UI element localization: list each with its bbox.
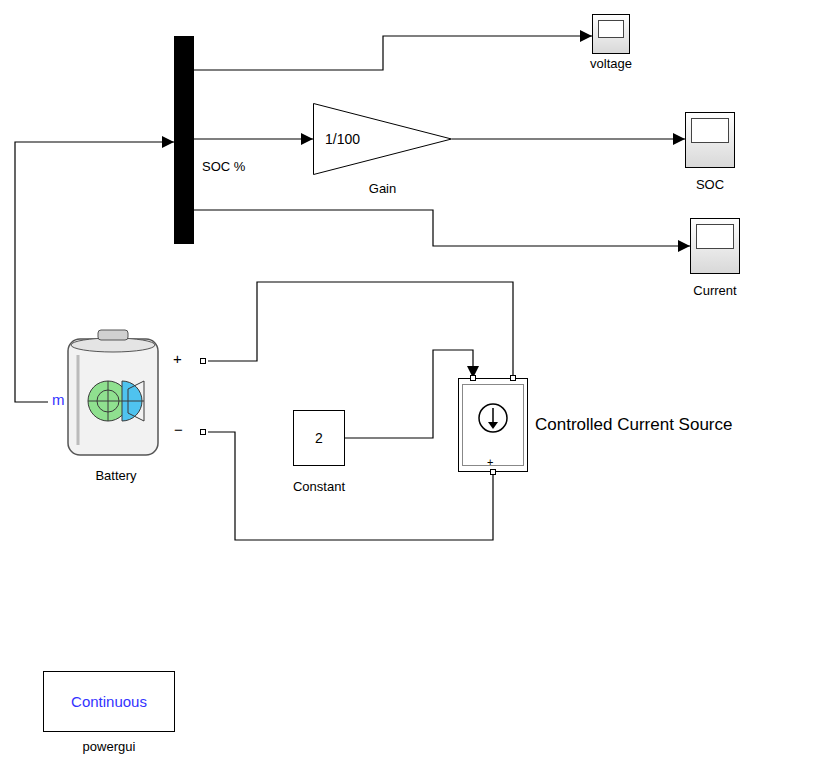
block-label: Current [693,284,736,299]
scope-outline [592,14,630,54]
block-label: powergui [83,740,136,755]
scope-block: SOC [685,112,735,168]
gain-block: 1/100Gain [313,103,452,175]
scope-outline [690,218,740,274]
power-wire [208,282,513,378]
block-label: Constant [293,480,345,495]
port-label: − [174,422,183,439]
scope-outline [685,112,735,168]
powergui-block: Continuouspowergui [43,671,175,732]
block-text: SOC % [202,160,245,175]
block-label: voltage [590,57,632,72]
signal-line [194,36,592,70]
block-text: 1/100 [325,131,360,147]
block-text: 2 [315,430,323,446]
block-label: SOC [696,178,724,193]
demux-bar: SOC % [174,36,194,244]
battery-block: Battery [48,325,208,465]
signal-line [452,138,685,139]
signal-line [194,138,313,139]
signal-line [194,210,690,246]
port-label: + [487,456,493,468]
signal-line [345,350,473,438]
block-text: Controlled Current Source [535,415,732,435]
power-wire [208,432,493,540]
scope-block: voltage [592,14,630,54]
constant-block: 2Constant [293,410,345,466]
port-label: + [173,351,182,368]
block-label: Gain [369,182,396,197]
scope-block: Current [690,218,740,274]
block-text: Continuous [71,693,147,710]
battery-outline [48,325,208,465]
port-label: m [52,392,65,409]
bar-outline [174,36,194,244]
block-label: Battery [95,469,136,484]
